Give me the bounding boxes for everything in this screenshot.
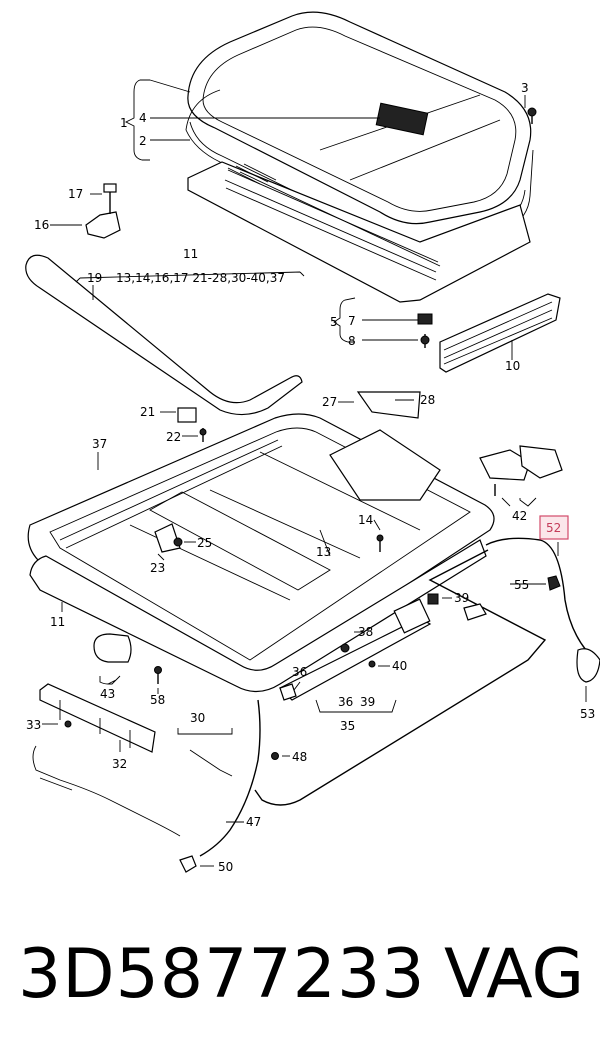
label-11-top: 11 <box>183 247 198 261</box>
label-11-bottom: 11 <box>50 615 65 629</box>
drain-hose-52 <box>254 537 600 806</box>
label-52: 52 <box>546 521 561 535</box>
label-16: 16 <box>34 218 49 232</box>
bolt-3 <box>527 107 537 124</box>
label-33: 33 <box>26 718 41 732</box>
brand-name: VAG <box>444 935 585 1014</box>
drive-motor-42 <box>479 445 563 496</box>
label-58: 58 <box>150 693 165 707</box>
label-5: 5 <box>330 315 338 329</box>
label-32: 32 <box>112 757 127 771</box>
label-19: 19 <box>87 271 102 285</box>
mechanism-plate <box>329 429 441 501</box>
label-37: 37 <box>92 437 107 451</box>
label-17: 17 <box>68 187 83 201</box>
label-28: 28 <box>420 393 435 407</box>
label-23: 23 <box>150 561 165 575</box>
guide-rail-10 <box>439 293 561 373</box>
wind-deflector-19 <box>25 254 303 416</box>
label-36-group: 36 <box>338 695 353 709</box>
wiring-harness-32 <box>32 683 181 837</box>
label-8: 8 <box>348 334 356 348</box>
label-38: 38 <box>358 625 373 639</box>
label-22: 22 <box>166 430 181 444</box>
part-labels: 1 2 3 4 5 7 8 10 11 13,14,16,17 21-28,30… <box>26 81 595 874</box>
label-21: 21 <box>140 405 155 419</box>
label-13: 13 <box>316 545 331 559</box>
label-35: 35 <box>340 719 355 733</box>
bracket-16 <box>85 183 121 239</box>
bracket-21 <box>177 407 207 442</box>
label-39-right: 39 <box>454 591 469 605</box>
footer: 3D5877233 VAG <box>0 920 600 1030</box>
label-42: 42 <box>512 509 527 523</box>
sunshade-panel <box>187 102 531 303</box>
label-53: 53 <box>580 707 595 721</box>
clips-39 <box>427 593 487 621</box>
highlight-52: 52 <box>539 515 569 540</box>
motor-43 <box>93 633 132 663</box>
bracket-23 <box>154 523 183 553</box>
cable-47 <box>179 699 279 873</box>
label-48: 48 <box>292 750 307 764</box>
motor-bracket-28 <box>356 391 421 419</box>
label-39-group: 39 <box>360 695 375 709</box>
sunroof-exploded-diagram: 1 2 3 4 5 7 8 10 11 13,14,16,17 21-28,30… <box>25 11 600 874</box>
label-55: 55 <box>514 578 529 592</box>
label-11-refs: 13,14,16,17 21-28,30-40,37 <box>116 271 285 285</box>
bolt-58 <box>154 666 162 684</box>
label-2: 2 <box>139 134 147 148</box>
label-10: 10 <box>505 359 520 373</box>
label-25: 25 <box>197 536 212 550</box>
part-number: 3D5877233 <box>18 935 426 1014</box>
label-7: 7 <box>348 314 356 328</box>
label-3: 3 <box>521 81 529 95</box>
label-30: 30 <box>190 711 205 725</box>
label-27: 27 <box>322 395 337 409</box>
label-43: 43 <box>100 687 115 701</box>
label-1: 1 <box>120 116 128 130</box>
label-47: 47 <box>246 815 261 829</box>
label-4: 4 <box>139 111 147 125</box>
clip-55 <box>547 575 561 591</box>
leader-lines <box>42 79 587 867</box>
bracket-36 <box>279 683 297 701</box>
label-36-top: 36 <box>292 665 307 679</box>
label-40: 40 <box>392 659 407 673</box>
clip-7-screw-8 <box>417 313 433 348</box>
screw-14 <box>376 534 384 552</box>
label-50: 50 <box>218 860 233 874</box>
label-14: 14 <box>358 513 373 527</box>
